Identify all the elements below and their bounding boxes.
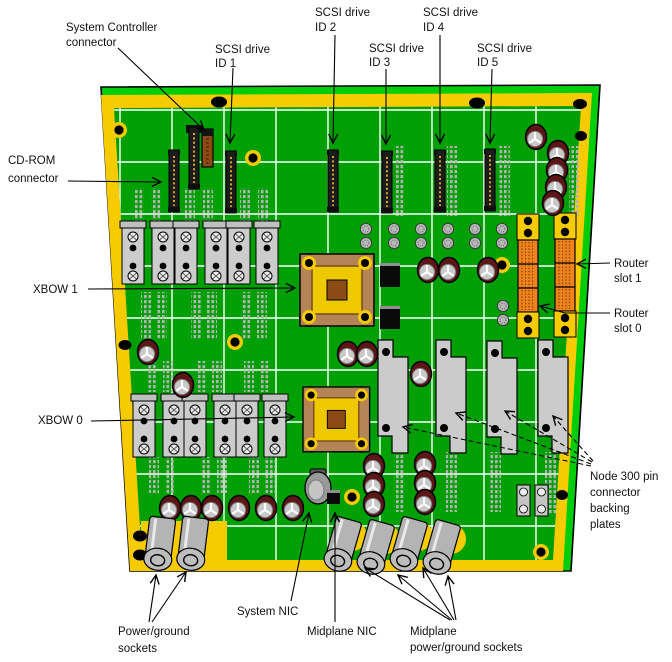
label-node300: Node 300 pin (590, 471, 658, 483)
label-midplane-power: Midplane (410, 626, 457, 638)
scsi-connector-id4 (433, 149, 447, 213)
leader-scsi1 (225, 67, 236, 145)
scsi-connector-id3 (380, 150, 394, 214)
label-scsi-id1-2: ID 1 (215, 58, 236, 70)
label-scsi-id3-2: ID 3 (369, 57, 390, 69)
leader-power-ground-1 (148, 573, 160, 623)
leader-xbow1 (87, 282, 297, 294)
small-plate-pair (516, 484, 549, 517)
label-scsi-id4: SCSI drive (423, 7, 478, 19)
label-node300-4: plates (590, 519, 621, 531)
label-midplane-power-2: power/ground sockets (410, 642, 523, 654)
system-nic-component (304, 468, 332, 505)
label-scsi-id2-2: ID 2 (315, 22, 336, 34)
black-chips (380, 263, 400, 329)
pin-array-strips (133, 146, 580, 514)
leader-system-nic (290, 511, 313, 602)
label-scsi-id2: SCSI drive (315, 7, 370, 19)
label-system-controller: System Controller (66, 22, 158, 34)
scsi-connector-id5 (483, 148, 497, 212)
label-router-slot0-2: slot 0 (614, 323, 642, 335)
node-backing-plate (377, 339, 409, 454)
midplane-nic-chip (327, 490, 340, 504)
label-system-controller-2: connector (66, 37, 117, 49)
label-node300-3: backing (590, 503, 630, 515)
system-controller-brown-plug (201, 128, 214, 168)
leader-power-ground-2 (151, 570, 187, 623)
node-backing-plate (486, 340, 518, 455)
leader-scsi2 (328, 34, 339, 145)
leader-cdrom (67, 176, 163, 188)
scsi-connector-id2 (326, 149, 340, 213)
leader-lines (67, 34, 611, 623)
label-node300-2: connector (590, 487, 641, 499)
label-cdrom: CD-ROM (8, 155, 55, 167)
xbow0-chip (301, 385, 371, 453)
label-power-ground: Power/ground (118, 626, 190, 638)
label-cdrom-2: connector (8, 173, 59, 185)
label-power-ground-2: sockets (118, 643, 157, 655)
leader-router1 (575, 258, 611, 269)
xbow1-chip (298, 252, 376, 328)
label-router-slot0: Router (614, 308, 649, 320)
label-scsi-id5-2: ID 5 (477, 57, 498, 69)
label-scsi-id3: SCSI drive (369, 43, 424, 55)
label-router-slot1-2: slot 1 (614, 273, 642, 285)
leader-node300-fan (401, 410, 594, 467)
leader-system-controller (117, 47, 206, 132)
router-slot-1-connector (553, 212, 577, 338)
label-xbow1: XBOW 1 (33, 284, 78, 296)
callout-labels: System Controller connector SCSI drive I… (8, 7, 658, 655)
node-backing-plate (435, 339, 467, 454)
label-xbow0: XBOW 0 (38, 415, 83, 427)
label-router-slot1: Router (614, 258, 649, 270)
label-system-nic: System NIC (237, 606, 298, 618)
router-slot-0-connector (516, 213, 540, 339)
leader-router0 (538, 303, 610, 314)
leader-xbow0 (90, 412, 296, 423)
node-backing-plate (537, 339, 569, 454)
label-midplane-nic: Midplane NIC (307, 626, 377, 638)
label-scsi-id1: SCSI drive (215, 44, 270, 56)
leader-midplane-power-fan (363, 566, 457, 621)
cdrom-connector (167, 149, 181, 213)
label-scsi-id5: SCSI drive (477, 43, 532, 55)
label-scsi-id4-2: ID 4 (423, 22, 445, 34)
scsi-connector-id1 (224, 150, 238, 214)
leader-scsi5 (485, 68, 496, 145)
